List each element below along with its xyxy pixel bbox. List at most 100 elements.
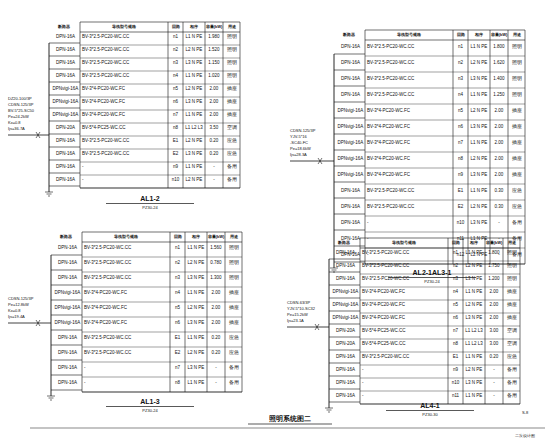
panel-title: AL1-3 xyxy=(110,397,190,405)
branch-line xyxy=(49,134,80,135)
table-cell: n1 xyxy=(448,249,463,258)
table-cell: 1.150 xyxy=(205,59,223,68)
incoming-spec: DZ20-100/3P xyxy=(8,96,46,101)
bus-bar xyxy=(329,259,330,408)
table-cell: 备用 xyxy=(503,379,520,388)
table-cell: n5 xyxy=(170,303,185,314)
table-cell: L1 N PE xyxy=(468,137,490,149)
incoming-spec: CDSN-125/3P xyxy=(8,296,46,301)
branch-line xyxy=(49,147,80,148)
branch-line xyxy=(51,315,82,316)
table-cell: - xyxy=(205,163,223,172)
branch-line xyxy=(329,259,360,260)
table-cell: 应急 xyxy=(225,348,242,359)
grid-line xyxy=(82,232,83,392)
grid-line xyxy=(525,30,526,264)
table-cell: n6 xyxy=(168,98,183,107)
table-cell: BV-3*4-PC20-WC.FC xyxy=(82,98,168,107)
grid-line xyxy=(185,232,186,392)
grid-line xyxy=(183,22,184,188)
breaker-label: DPN-16A xyxy=(53,273,82,284)
table-cell: 2.00 xyxy=(207,318,225,329)
incoming-spec: Pe=12.8kW xyxy=(8,302,46,307)
breaker-label: DPN-16A xyxy=(51,72,80,81)
table-cell: BV-3*2.5-PC20-WC.CC xyxy=(367,201,453,213)
frame-line xyxy=(30,428,545,429)
table-cell: BV-3*2.5-PC20-WC.CC xyxy=(84,273,170,284)
table-cell: 1.400 xyxy=(490,73,508,85)
branch-line xyxy=(49,95,80,96)
breaker-label: DPNvigi-16A xyxy=(331,301,360,310)
table-cell: 3.00 xyxy=(485,340,503,349)
incoming-spec: Pe=24.2kW xyxy=(8,114,46,119)
table-cell: L2 N PE xyxy=(468,201,490,213)
ground-symbol xyxy=(325,408,333,409)
table-cell: n4 xyxy=(170,288,185,299)
grid-line xyxy=(80,188,240,189)
ground-symbol xyxy=(332,270,337,271)
table-cell: n3 xyxy=(170,273,185,284)
grid-line xyxy=(463,238,464,404)
grid-line xyxy=(82,392,242,393)
table-cell: n2 xyxy=(170,258,185,269)
column-header: 相序 xyxy=(183,23,205,31)
breaker-label: DPN-16A xyxy=(51,59,80,68)
grid-line xyxy=(80,22,240,23)
table-cell: n5 xyxy=(448,301,463,310)
grid-line xyxy=(360,352,520,353)
table-cell: BV-3*2.5-PC20-WC.CC xyxy=(82,72,168,81)
breaker-label: DPNvigi-16A xyxy=(53,318,82,329)
table-cell: L2 N PE xyxy=(183,85,205,94)
breaker-label: DPN-16A xyxy=(331,353,360,362)
table-cell: n7 xyxy=(170,363,185,374)
breaker-label: DPN-16A xyxy=(331,379,360,388)
table-cell: - xyxy=(367,217,453,229)
table-cell: 2.00 xyxy=(207,303,225,314)
table-cell: 0.20 xyxy=(207,348,225,359)
table-cell: BV-3*4-PC20-WC.FC xyxy=(362,288,448,297)
grid-line xyxy=(80,84,240,85)
table-cell: 1.620 xyxy=(490,57,508,69)
table-cell: 插座 xyxy=(223,98,240,107)
table-cell: - xyxy=(362,379,448,388)
grid-line xyxy=(508,30,509,264)
table-cell: n11 xyxy=(448,392,463,401)
column-header: 用途 xyxy=(508,31,525,39)
breaker-label: DPN-16A xyxy=(336,73,365,85)
panel-title: AL4-1 xyxy=(390,401,470,409)
breaker-label: DPNvigi-16A xyxy=(336,137,365,149)
grid-line xyxy=(360,313,520,314)
table-cell: 插座 xyxy=(225,303,242,314)
branch-line xyxy=(49,69,80,70)
breaker-symbol xyxy=(36,132,40,138)
branch-line xyxy=(49,173,80,174)
table-cell: - xyxy=(490,217,508,229)
column-header: 回路 xyxy=(453,31,468,39)
breaker-label: DPNvigi-16A xyxy=(336,169,365,181)
breaker-label: DPN-16A xyxy=(53,243,82,254)
grid-line xyxy=(503,238,504,404)
branch-line xyxy=(49,82,80,83)
grid-line xyxy=(82,242,242,243)
table-cell: E1 xyxy=(448,353,463,362)
breaker-label: DPN-16A xyxy=(51,137,80,146)
column-header: 用途 xyxy=(225,233,242,241)
table-cell: BV-3*4-PC20-WC.FC xyxy=(84,318,170,329)
grid-line xyxy=(80,175,240,176)
branch-line xyxy=(329,376,360,377)
grid-line xyxy=(225,232,226,392)
table-cell: BV-3*2.5-PC20-WC.CC xyxy=(362,353,448,362)
table-cell: BV-3*2.5-PC20-WC.CC xyxy=(367,73,453,85)
table-cell: L3 N PE xyxy=(183,59,205,68)
panel-title: AL2-1AL3-1 xyxy=(392,268,472,276)
branch-line xyxy=(329,298,360,299)
table-cell: n10 xyxy=(453,217,468,229)
table-cell: E2 xyxy=(453,201,468,213)
table-cell: L1 N PE xyxy=(468,185,490,197)
ground-symbol xyxy=(47,194,52,195)
table-cell: BV-3*4-PC20-WC.FC xyxy=(367,121,453,133)
table-cell: n6 xyxy=(448,314,463,323)
table-cell: 2.00 xyxy=(485,301,503,310)
table-cell: 插座 xyxy=(225,318,242,329)
table-cell: n4 xyxy=(448,288,463,297)
